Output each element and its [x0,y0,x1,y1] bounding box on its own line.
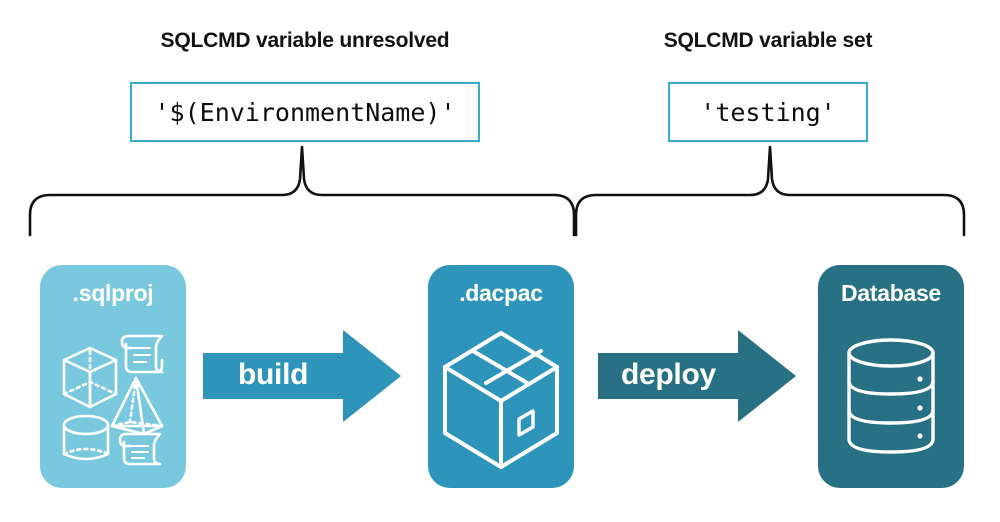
arrow-deploy-label: deploy [621,358,716,391]
stage-card-label-database: Database [841,280,941,306]
stage-card-database: Database [818,265,964,488]
brace-left [28,145,576,242]
section-heading-left: SQLCMD variable unresolved [160,29,450,52]
code-value-box-set: 'testing' [668,82,868,142]
section-heading-right: SQLCMD variable set [663,29,873,52]
brace-right [574,145,966,242]
stage-card-dacpac: .dacpac [428,265,574,488]
code-value-box-unresolved: '$(EnvironmentName)' [130,82,480,142]
stage-card-label-dacpac: .dacpac [459,280,543,306]
arrow-build [203,330,401,427]
arrow-build-label: build [238,358,309,391]
stage-card-label-sqlproj: .sqlproj [72,280,154,306]
package-box-icon [437,311,565,488]
arrow-deploy [598,330,796,427]
stage-card-sqlproj: .sqlproj [40,265,186,488]
database-objects-icon [52,311,174,488]
database-cylinder-icon [836,311,946,488]
